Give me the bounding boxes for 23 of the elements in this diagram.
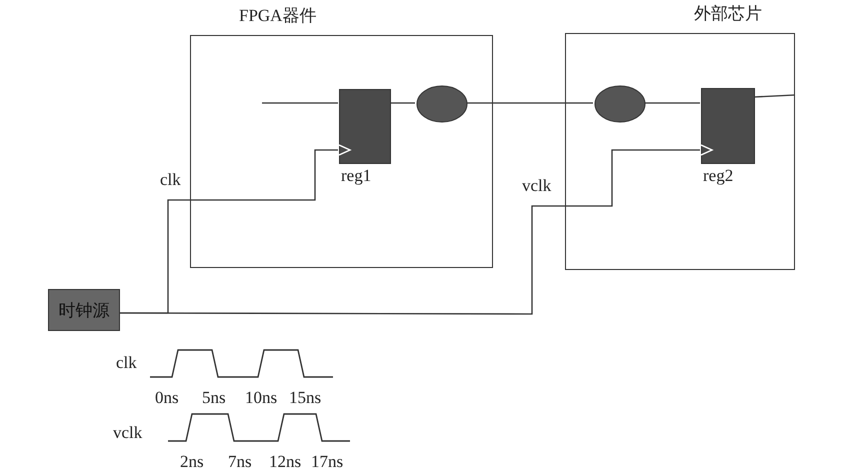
signal-label: vclk (522, 176, 552, 196)
time-label: 5ns (202, 388, 226, 408)
time-label: 10ns (245, 388, 278, 408)
wire (645, 102, 700, 104)
clock-wire (120, 144, 713, 315)
time-label: 12ns (269, 452, 302, 470)
wire (262, 102, 338, 104)
waveform-label: clk (116, 353, 137, 373)
wire (754, 94, 796, 98)
register-label: reg2 (703, 166, 734, 186)
waveform-label: vclk (113, 423, 142, 443)
time-label: 7ns (228, 452, 252, 470)
time-label: 2ns (180, 452, 204, 470)
clock-source-box: 时钟源 (48, 289, 120, 331)
wire (467, 102, 593, 104)
register-label: reg1 (341, 166, 372, 186)
signal-label: clk (160, 170, 181, 190)
chip-title: 外部芯片 (694, 4, 762, 24)
time-label: 0ns (155, 388, 179, 408)
time-label: 15ns (289, 388, 322, 408)
time-label: 17ns (311, 452, 344, 470)
wire (390, 102, 415, 104)
chip-title: FPGA器件 (239, 6, 316, 26)
